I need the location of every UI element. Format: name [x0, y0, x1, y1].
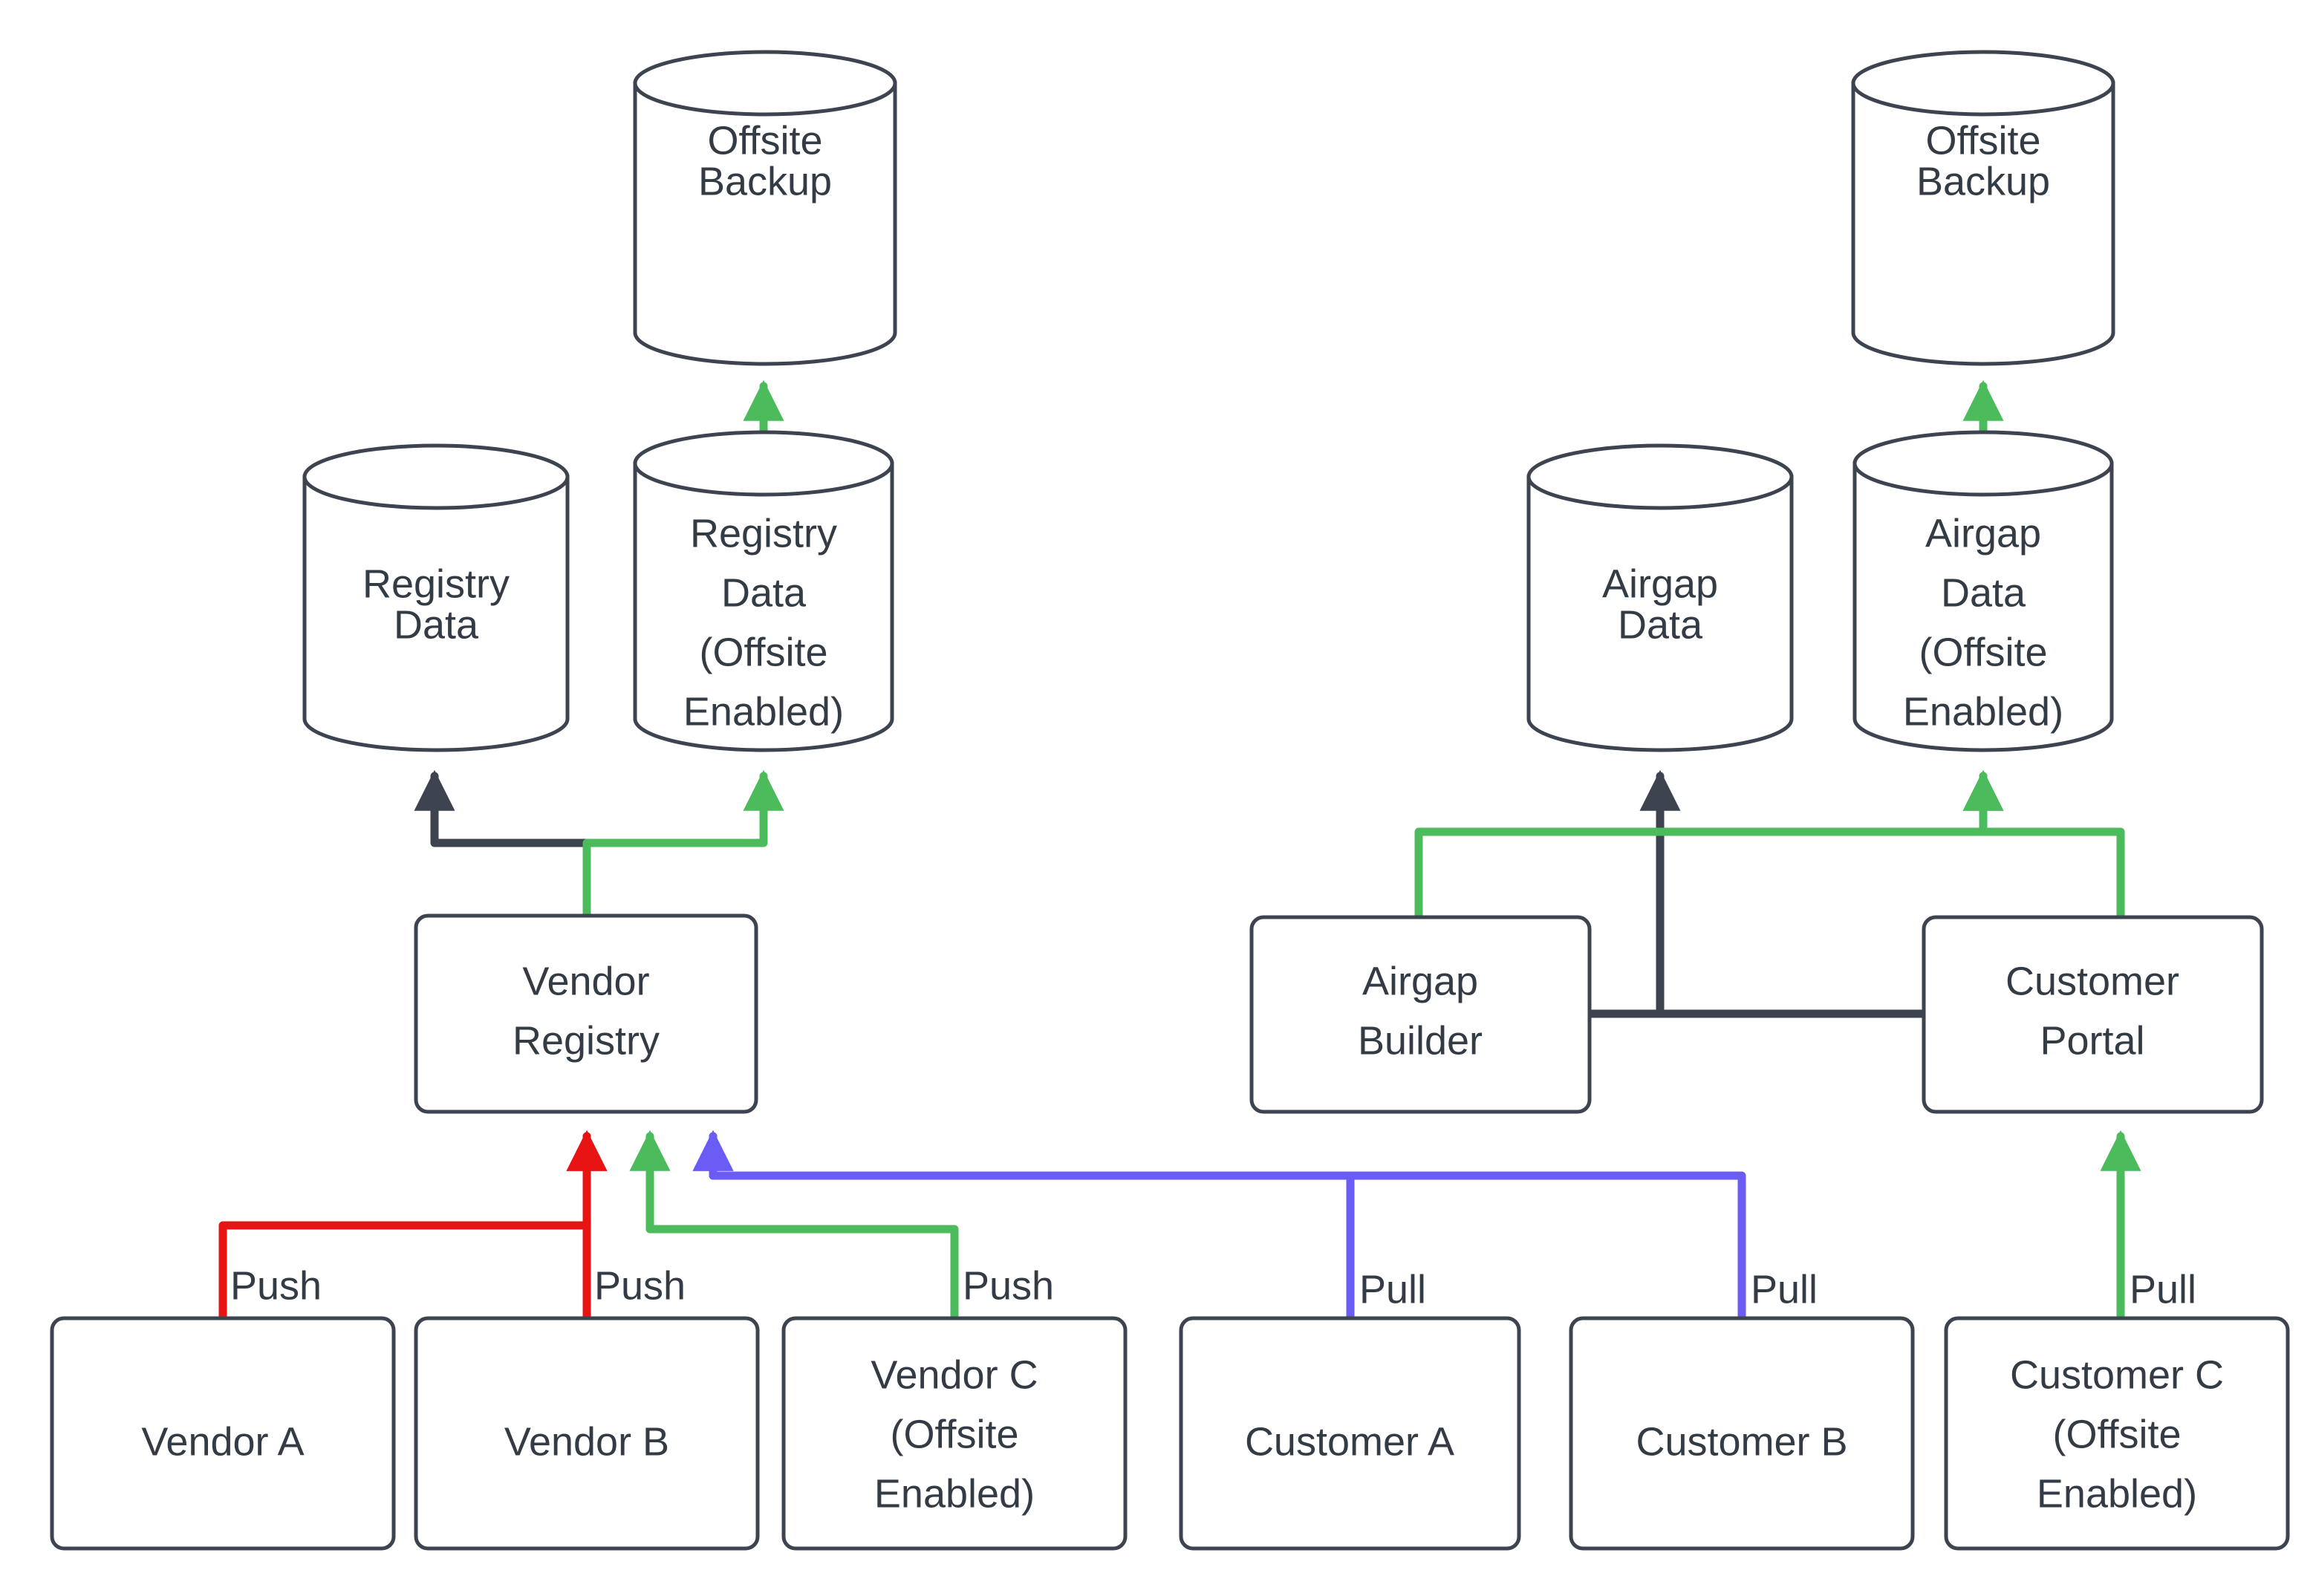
node-label-line: Offsite: [707, 118, 822, 163]
node-airgap-data[interactable]: Airgap Data: [1526, 443, 1794, 752]
edge-customer-portal-to-airgap-data-offsite: [1962, 769, 2125, 922]
node-vendor-b[interactable]: Vendor B: [414, 1316, 760, 1551]
node-vendor-a[interactable]: Vendor A: [50, 1316, 396, 1551]
edge-vendor-registry-to-registry-data: [414, 769, 591, 920]
node-label-line: Enabled): [1903, 689, 2063, 734]
node-label-line: Builder: [1358, 1018, 1483, 1063]
node-registry-data[interactable]: Registry Data: [302, 443, 570, 752]
edge-label-pull-customer-a: Pull: [1359, 1267, 1426, 1312]
node-label-line: Enabled): [2037, 1471, 2197, 1516]
node-registry-data-offsite[interactable]: Registry Data (Offsite Enabled): [633, 430, 894, 752]
edge-airgap-builder-to-airgap-data-offsite: [1414, 769, 2004, 922]
node-label-line: Data: [1941, 570, 2026, 615]
node-customer-portal[interactable]: Customer Portal: [1922, 915, 2264, 1114]
node-label-line: (Offsite: [699, 630, 827, 674]
node-label-line: Airgap: [1602, 561, 1718, 606]
node-label-line: Airgap: [1362, 959, 1478, 1003]
edge-vendor-c-push: [629, 1130, 959, 1323]
node-label-line: Data: [721, 570, 807, 615]
node-label-line: Backup: [1916, 159, 2050, 203]
node-label-line: Customer B: [1636, 1419, 1847, 1464]
node-label-line: Customer A: [1245, 1419, 1454, 1464]
node-label-line: Registry: [513, 1018, 660, 1063]
edge-vendor-registry-to-registry-data-offsite: [582, 769, 784, 920]
node-offsite-backup-right[interactable]: Offsite Backup: [1851, 50, 2115, 366]
node-label-line: Backup: [698, 159, 832, 203]
edge-customer-b-pull: [692, 1130, 1746, 1323]
node-label-line: Vendor C: [871, 1352, 1038, 1397]
node-label-line: Enabled): [874, 1471, 1035, 1516]
node-label-line: Vendor: [522, 959, 649, 1003]
node-label-line: Data: [1618, 602, 1703, 647]
node-label-line: Enabled): [683, 689, 844, 734]
edge-label-push-vendor-a: Push: [230, 1263, 322, 1308]
node-offsite-backup-left[interactable]: Offsite Backup: [633, 50, 897, 366]
node-label-line: Customer: [2005, 959, 2179, 1003]
node-airgap-builder[interactable]: Airgap Builder: [1249, 915, 1592, 1114]
node-label-line: (Offsite: [2052, 1412, 2181, 1456]
node-customer-b[interactable]: Customer B: [1569, 1316, 1915, 1551]
edge-label-pull-customer-c: Pull: [2130, 1267, 2196, 1312]
node-label-line: Portal: [2040, 1018, 2144, 1063]
node-label-line: Vendor B: [504, 1419, 669, 1464]
node-customer-c[interactable]: Customer C (Offsite Enabled): [1944, 1316, 2290, 1551]
node-customer-a[interactable]: Customer A: [1179, 1316, 1521, 1551]
node-label-line: Registry: [690, 511, 837, 556]
node-label-line: Registry: [362, 561, 510, 606]
node-label-line: Airgap: [1925, 511, 2041, 556]
node-label-line: Data: [394, 602, 479, 647]
edge-label-push-vendor-b: Push: [594, 1263, 686, 1308]
node-label-line: Customer C: [2010, 1352, 2224, 1397]
node-label-line: Offsite: [1925, 118, 2040, 163]
edge-customer-portal-to-airgap-data: [1639, 769, 1928, 1018]
edge-label-push-vendor-c: Push: [963, 1263, 1054, 1308]
edge-label-pull-customer-b: Pull: [1751, 1267, 1818, 1312]
node-label-line: (Offsite: [1919, 630, 2047, 674]
node-airgap-data-offsite[interactable]: Airgap Data (Offsite Enabled): [1852, 430, 2114, 752]
node-vendor-c[interactable]: Vendor C (Offsite Enabled): [781, 1316, 1128, 1551]
node-label-line: (Offsite: [890, 1412, 1018, 1456]
node-label-line: Vendor A: [141, 1419, 304, 1464]
node-vendor-registry[interactable]: Vendor Registry: [414, 913, 758, 1114]
